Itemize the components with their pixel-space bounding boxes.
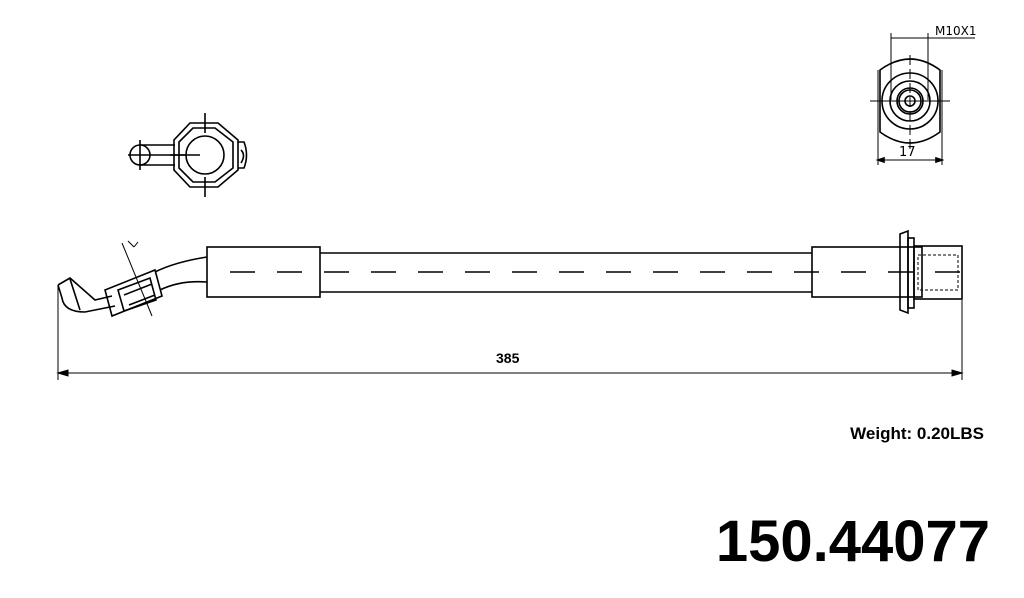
part-number: 150.44077: [715, 509, 990, 574]
overall-length-dimension: 385: [496, 350, 520, 366]
thread-spec-label: M10X1: [935, 24, 977, 38]
fitting-end-view: [870, 33, 975, 165]
hose-side-view: [56, 229, 970, 380]
weight-label: Weight: 0.20LBS: [850, 424, 984, 443]
hex-width-dimension: 17: [899, 145, 916, 160]
banjo-end-view: [128, 113, 248, 197]
